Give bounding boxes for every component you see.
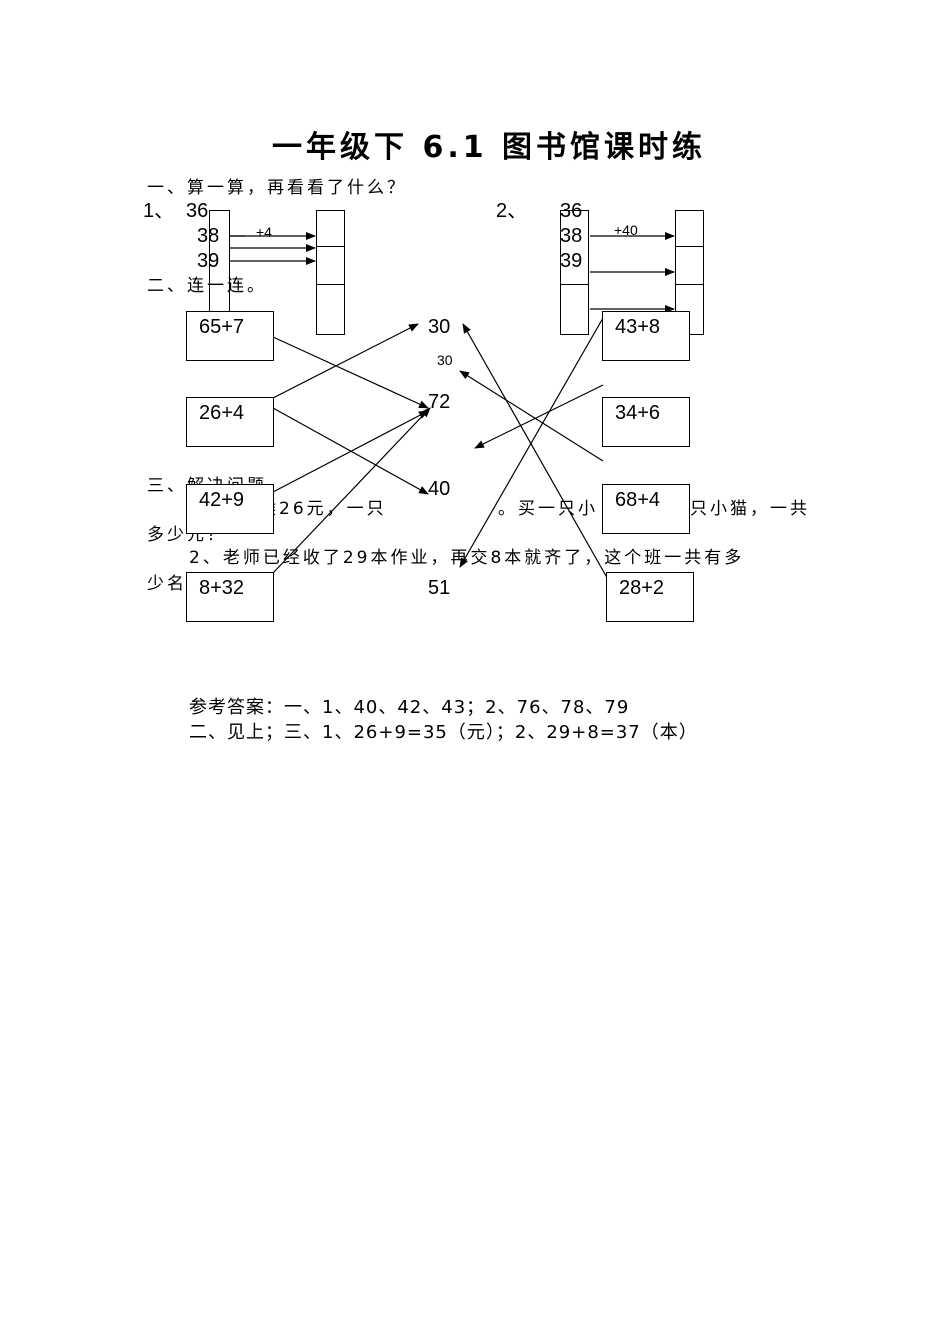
section-1-heading: 一、算一算，再看看了什么？	[147, 178, 407, 198]
left-box-2[interactable]: 26+4	[186, 397, 274, 447]
problem-1-answer-column	[316, 210, 345, 335]
section-2-heading: 二、连一连。	[147, 276, 267, 296]
question-1-text-c: 只小猫，一共	[690, 499, 810, 519]
center-value-40: 40	[428, 478, 451, 500]
right-box-1[interactable]: 43+8	[602, 311, 690, 361]
right-box-3[interactable]: 68+4	[602, 484, 690, 534]
problem-2-num-3: 39	[560, 250, 583, 272]
line-26+4	[272, 323, 419, 399]
answer-line-2: 二、见上；三、1、26+9=35（元）；2、29+8=37（本）	[189, 722, 698, 743]
right-box-4[interactable]: 28+2	[606, 572, 694, 622]
left-box-1[interactable]: 65+7	[186, 311, 274, 361]
center-value-72: 72	[428, 391, 451, 413]
center-value-30-a: 30	[428, 316, 451, 338]
line-65+7	[272, 336, 429, 409]
answer-line-1: 参考答案：一、1、40、42、43；2、76、78、79	[189, 697, 630, 718]
problem-2-label: 2、	[496, 200, 528, 222]
center-value-51: 51	[428, 577, 451, 599]
problem-2-num-2: 38	[560, 225, 583, 247]
problem-2-operator: +40	[614, 222, 638, 238]
problem-1-label: 1、	[143, 200, 175, 222]
line-28+2	[462, 323, 615, 591]
question-2-text-b: 少名	[147, 574, 187, 594]
question-1-text-a: 猴26元，一只	[259, 499, 387, 519]
left-box-3[interactable]: 42+9	[186, 484, 274, 534]
line-68+4	[459, 370, 604, 462]
line-42+9	[272, 410, 429, 493]
line-8+32	[272, 407, 431, 574]
problem-1-num-3: 39	[197, 250, 220, 272]
left-box-4[interactable]: 8+32	[186, 572, 274, 622]
problem-2-num-1: 36	[560, 200, 583, 222]
line-34+6	[474, 384, 604, 449]
right-box-2[interactable]: 34+6	[602, 397, 690, 447]
line-43+8	[459, 317, 604, 568]
problem-1-num-2: 38	[197, 225, 220, 247]
problem-2-input-column	[560, 210, 589, 335]
center-value-30-b: 30	[437, 352, 453, 368]
problem-1-num-1: 36	[186, 200, 209, 222]
page-title: 一年级下 6.1 图书馆课时练	[272, 130, 707, 165]
